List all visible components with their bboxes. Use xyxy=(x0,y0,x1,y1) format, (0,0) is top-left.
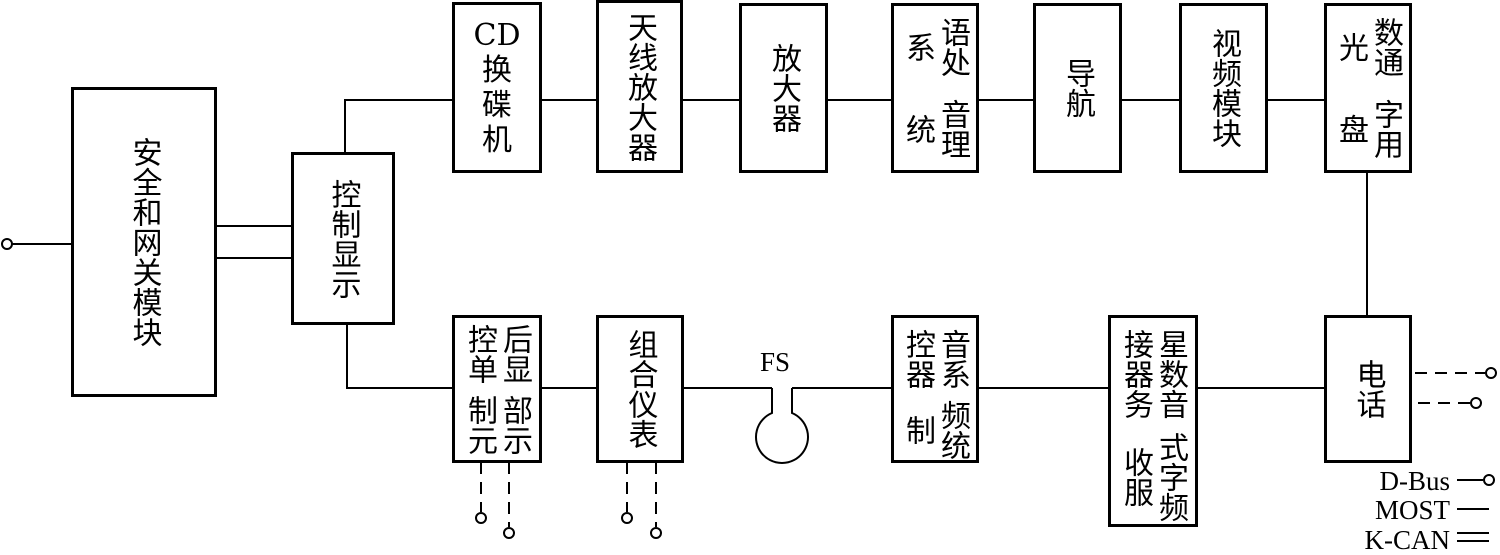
block-video-module-label: 视频模块 xyxy=(1206,28,1241,148)
block-control-display: 控制显示 xyxy=(291,152,395,325)
block-antenna-amplifier: 天线放大器 xyxy=(596,0,683,173)
legend-dbus-label: D-Bus xyxy=(1379,466,1450,496)
wire-control-top xyxy=(344,99,455,153)
wire-control-bottom xyxy=(346,323,455,389)
block-audio-control-label: 频统制音系控器 xyxy=(900,328,970,460)
block-amplifier-label: 放大器 xyxy=(766,43,801,133)
block-antenna-amplifier-label: 天线放大器 xyxy=(622,11,657,162)
input-terminal-icon xyxy=(1,238,13,250)
block-instrument-cluster-label: 组合仪表 xyxy=(622,329,658,449)
block-instrument-cluster: 组合仪表 xyxy=(596,315,684,463)
block-sdars-label: 式字频收服星数音接器务 xyxy=(1118,329,1188,523)
block-speech-processing: 音理统语处系 xyxy=(891,3,979,173)
block-dab-label: 字用盘数通光 xyxy=(1333,17,1403,159)
block-navigation-label: 导航 xyxy=(1060,58,1095,118)
block-rear-display-control-label: 部示制元后显控单 xyxy=(462,323,532,455)
block-sdars: 式字频收服星数音接器务 xyxy=(1108,315,1198,527)
legend-kcan-label: K-CAN xyxy=(1364,525,1451,555)
block-dab: 字用盘数通光 xyxy=(1324,3,1412,173)
fs-label: FS xyxy=(760,347,791,377)
block-audio-control: 频统制音系控器 xyxy=(891,315,979,463)
block-gateway: 安全和网关模块 xyxy=(71,87,217,397)
block-phone-label: 电话 xyxy=(1350,359,1386,419)
legend-most-label: MOST xyxy=(1374,495,1450,525)
block-video-module: 视频模块 xyxy=(1179,3,1268,173)
block-gateway-label: 安全和网关模块 xyxy=(126,137,162,347)
block-amplifier: 放大器 xyxy=(739,3,828,173)
block-speech-processing-label: 音理统语处系 xyxy=(900,17,970,159)
block-cd-changer-label: CD 换 碟 机 xyxy=(473,17,521,158)
fs-bulb-icon xyxy=(755,388,809,464)
block-phone: 电话 xyxy=(1324,315,1412,463)
block-rear-display-control: 部示制元后显控单 xyxy=(452,315,542,463)
block-control-display-label: 控制显示 xyxy=(325,178,361,299)
block-navigation: 导航 xyxy=(1033,3,1122,173)
block-cd-changer: CD 换 碟 机 xyxy=(452,2,542,173)
